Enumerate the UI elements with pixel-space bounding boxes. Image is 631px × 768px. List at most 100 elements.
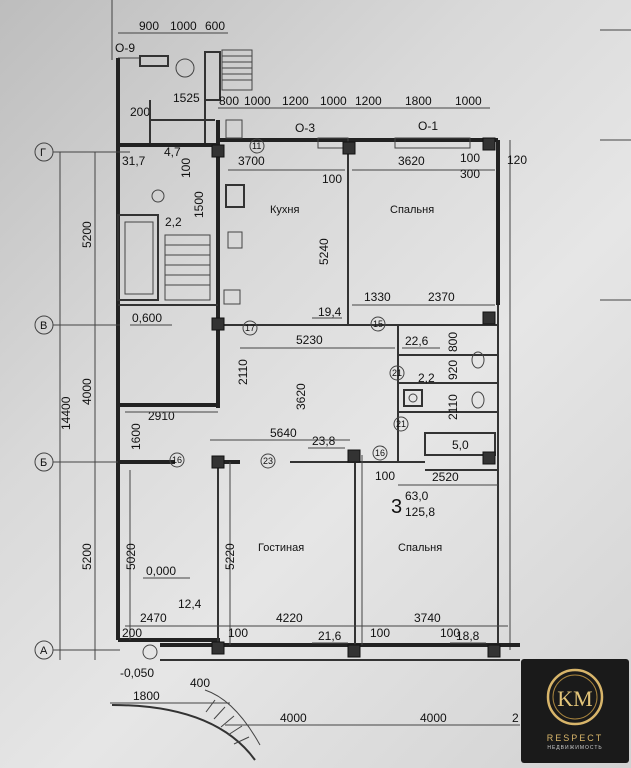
axis-g: Г	[34, 142, 130, 162]
window-mark-o1: О-1	[418, 119, 438, 133]
left-room-dim-200: 200	[122, 626, 142, 640]
stair-dim-1500: 1500	[192, 191, 206, 218]
svg-text:KM: KM	[557, 686, 592, 711]
dim-top-600: 600	[205, 19, 225, 33]
left-room-dim-5020: 5020	[124, 543, 138, 570]
dim-top-900: 900	[139, 19, 159, 33]
hall-dim-3620: 3620	[294, 383, 308, 410]
dim-200: 200	[130, 105, 150, 119]
stair-area-31-7: 31,7	[122, 154, 146, 168]
bedroom1-dim-100: 100	[460, 151, 480, 165]
bedroom2-dim-100: 100	[440, 626, 460, 640]
logo-brand: RESPECT	[546, 733, 604, 743]
dim-1200a: 1200	[282, 94, 309, 108]
bath-dim-2110: 2110	[446, 394, 460, 420]
window-mark-o9: О-9	[115, 41, 135, 55]
logo-subtitle: НЕДВИЖИМОСТЬ	[547, 745, 603, 751]
svg-text:А: А	[40, 645, 48, 657]
hall-dim-5640: 5640	[270, 426, 297, 440]
hall-dim-2370: 2370	[428, 290, 455, 304]
hall-dim-5230: 5230	[296, 333, 323, 347]
door-marker-21b: 21	[393, 416, 409, 432]
bottom-dim-1800: 1800	[133, 689, 160, 703]
door-marker-21a: 21	[389, 365, 405, 381]
kitchen-dim-5240: 5240	[317, 238, 331, 265]
svg-text:В: В	[40, 320, 47, 332]
dim-1000b: 1000	[320, 94, 347, 108]
living-area: 21,6	[318, 629, 342, 643]
bath-area-5-0: 5,0	[452, 438, 469, 452]
porch-steps	[111, 689, 261, 761]
svg-text:17: 17	[245, 323, 255, 333]
axis-a: А	[34, 640, 120, 660]
svg-text:16: 16	[172, 455, 182, 465]
respect-logo: KM RESPECT НЕДВИЖИМОСТЬ	[521, 659, 629, 763]
logo-emblem: KM	[546, 668, 604, 726]
dim-1200b: 1200	[355, 94, 382, 108]
bedroom1-label: Спальня	[390, 204, 434, 216]
inner-stair	[164, 234, 211, 301]
left-room-dim-100: 100	[228, 626, 248, 640]
hall-area: 23,8	[312, 434, 336, 448]
bottom-dim-4000b: 4000	[420, 711, 447, 725]
svg-text:Г: Г	[40, 147, 46, 159]
hall-dim-2520: 2520	[432, 470, 459, 484]
svg-text:21: 21	[392, 368, 402, 378]
dim-4000: 4000	[80, 378, 94, 405]
dim-1525: 1525	[173, 91, 200, 105]
bottom-level: -0,050	[120, 666, 154, 680]
hall-dim-100: 100	[375, 469, 395, 483]
kitchen-label: Кухня	[270, 204, 299, 216]
left-room-level: 0,000	[146, 564, 176, 578]
hall-dim-2910: 2910	[148, 409, 175, 423]
dim-1000a: 1000	[244, 94, 271, 108]
bottom-dim-2: 2	[512, 711, 519, 725]
apartment-number: 3	[391, 496, 402, 518]
svg-text:21: 21	[396, 419, 406, 429]
bath-dim-800: 800	[446, 332, 460, 352]
door-marker-15: 15	[370, 316, 386, 332]
svg-text:16: 16	[375, 448, 385, 458]
columns	[211, 137, 501, 658]
kitchen-dim-3700: 3700	[238, 154, 265, 168]
bathtub	[424, 432, 496, 456]
bedroom1-dim-3620: 3620	[398, 154, 425, 168]
svg-text:23: 23	[263, 456, 273, 466]
bedroom2-area: 18,8	[456, 629, 480, 643]
dim-5200-upper: 5200	[80, 221, 94, 248]
stair-level-0-600: 0,600	[132, 311, 162, 325]
svg-text:Б: Б	[40, 457, 47, 469]
stair-area-4-7: 4,7	[164, 145, 181, 159]
bath-area-2-2: 2,2	[418, 371, 435, 385]
bath-fixtures	[403, 351, 485, 409]
door-marker-16a: 16	[169, 452, 185, 468]
stair-dim-100: 100	[179, 158, 193, 178]
apartment-living-area: 63,0	[405, 489, 429, 503]
living-label: Гостиная	[258, 542, 304, 554]
door-marker-23: 23	[260, 453, 276, 469]
door-marker-16b: 16	[372, 445, 388, 461]
bath-area-22-6: 22,6	[405, 334, 429, 348]
dim-14400: 14400	[59, 396, 73, 430]
axis-v: В	[34, 315, 120, 335]
living-dim-100: 100	[370, 626, 390, 640]
bedroom1-dim-300: 300	[460, 167, 480, 181]
apartment-total-area: 125,8	[405, 505, 435, 519]
kitchen-dim-100: 100	[322, 172, 342, 186]
hall-dim-1330: 1330	[364, 290, 391, 304]
dim-5200-lower: 5200	[80, 543, 94, 570]
entry-stair	[221, 49, 253, 91]
dim-1800: 1800	[405, 94, 432, 108]
dim-1000c: 1000	[455, 94, 482, 108]
left-room-area: 12,4	[178, 597, 202, 611]
living-dim-4220: 4220	[276, 611, 303, 625]
svg-text:11: 11	[252, 141, 261, 151]
kitchen-area: 19,4	[318, 305, 342, 319]
living-dim-5220: 5220	[223, 543, 237, 570]
bedroom2-dim-3740: 3740	[414, 611, 441, 625]
axis-b: Б	[34, 452, 120, 472]
bottom-dim-400: 400	[190, 676, 210, 690]
bedroom2-label: Спальня	[398, 542, 442, 554]
